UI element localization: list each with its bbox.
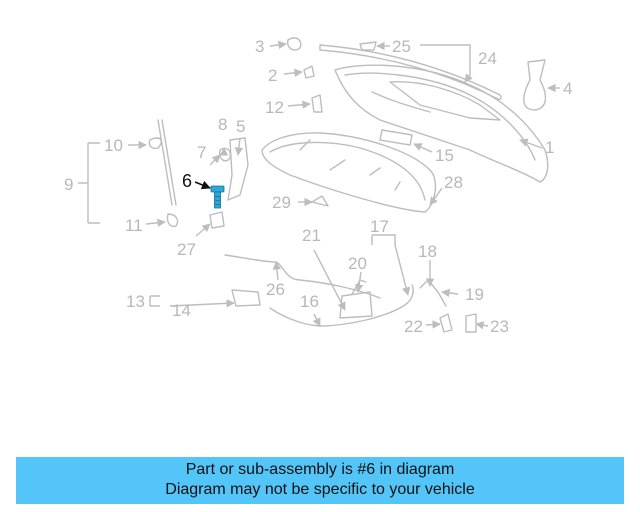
callout-11: 11 bbox=[125, 216, 143, 235]
callout-25: 25 bbox=[392, 37, 411, 56]
hood-inner-panel bbox=[261, 132, 437, 213]
callout-21: 21 bbox=[302, 226, 321, 245]
clip-part-22 bbox=[439, 313, 453, 333]
callout-12: 12 bbox=[265, 98, 284, 117]
bumper-stop bbox=[218, 147, 232, 162]
release-handle bbox=[231, 289, 261, 307]
banner-line-2: Diagram may not be specific to your vehi… bbox=[165, 481, 475, 498]
clip-part-2 bbox=[303, 65, 315, 79]
stud-part-12 bbox=[311, 94, 323, 113]
gas-strut bbox=[148, 119, 179, 228]
hood-latch bbox=[339, 291, 373, 319]
bumper-cushion bbox=[209, 211, 225, 229]
callout-4: 4 bbox=[563, 79, 572, 98]
callout-3: 3 bbox=[255, 37, 264, 56]
callout-29: 29 bbox=[272, 193, 291, 212]
callout-23: 23 bbox=[490, 317, 509, 336]
callout-26: 26 bbox=[266, 280, 285, 299]
callout-16: 16 bbox=[300, 292, 319, 311]
prop-rod-holder bbox=[419, 279, 447, 307]
hood-hinge bbox=[227, 137, 249, 201]
release-cable bbox=[224, 254, 414, 327]
callout-6: 6 bbox=[182, 171, 192, 191]
hood-weatherstrip bbox=[319, 44, 502, 100]
callout-13: 13 bbox=[126, 292, 145, 311]
callout-24: 24 bbox=[478, 49, 497, 68]
callout-28: 28 bbox=[444, 173, 463, 192]
callout-27: 27 bbox=[177, 240, 196, 259]
callout-1: 1 bbox=[545, 138, 554, 157]
info-banner: Part or sub-assembly is #6 in diagram Di… bbox=[16, 457, 624, 504]
callout-2: 2 bbox=[268, 66, 277, 85]
latch-plate bbox=[379, 129, 413, 146]
callout-10: 10 bbox=[104, 136, 123, 155]
clip-part-25 bbox=[359, 41, 377, 51]
clip-part-3 bbox=[286, 37, 302, 51]
hood-emblem bbox=[523, 59, 547, 111]
callout-7: 7 bbox=[197, 143, 206, 162]
callout-18: 18 bbox=[418, 242, 437, 261]
clip-part-23 bbox=[465, 313, 477, 333]
callout-22: 22 bbox=[404, 317, 423, 336]
clip-part-29 bbox=[311, 195, 329, 207]
callout-9: 9 bbox=[64, 175, 73, 194]
callout-17: 17 bbox=[370, 217, 389, 236]
banner-line-1: Part or sub-assembly is #6 in diagram bbox=[185, 461, 455, 478]
highlighted-bolt-part-6 bbox=[210, 185, 225, 209]
parts-diagram: 3 25 24 2 4 12 10 8 5 1 7 15 6 9 28 29 1… bbox=[64, 37, 572, 336]
callout-19: 19 bbox=[465, 285, 484, 304]
callout-20: 20 bbox=[348, 254, 367, 273]
callout-8: 8 bbox=[218, 115, 227, 134]
callout-5: 5 bbox=[236, 117, 245, 136]
callout-14: 14 bbox=[172, 301, 191, 320]
callout-15: 15 bbox=[435, 146, 454, 165]
